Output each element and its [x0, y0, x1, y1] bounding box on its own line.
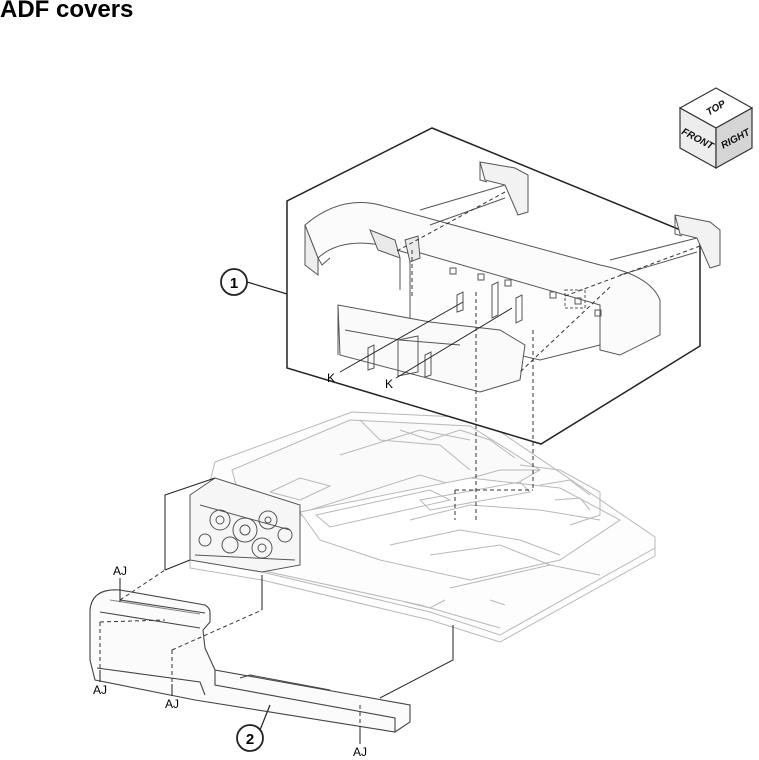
callout-1: 1 — [220, 268, 288, 296]
k-leader-lines — [339, 301, 513, 379]
adf-base-assembly — [189, 411, 656, 643]
part-2-connection-lines — [164, 477, 454, 699]
label-aj-bottom-left: AJ — [93, 683, 107, 697]
label-k-right: K — [385, 377, 393, 391]
label-aj-bottom-mid: AJ — [165, 697, 179, 711]
page-title: ADF covers — [0, 0, 134, 23]
label-k-left: K — [327, 371, 335, 385]
aj-leader-lines — [99, 578, 361, 744]
cube-right-face — [715, 106, 753, 170]
label-aj-top: AJ — [113, 564, 127, 578]
label-aj-bottom-right: AJ — [353, 745, 367, 759]
callout-1-number: 1 — [230, 275, 238, 292]
part-2-front-cover — [89, 589, 411, 733]
callout-2: 2 — [236, 704, 271, 752]
orientation-cube: TOP FRONT RIGHT — [678, 87, 754, 170]
part-1-rear-cover — [304, 161, 721, 393]
callout-2-number: 2 — [246, 731, 254, 748]
